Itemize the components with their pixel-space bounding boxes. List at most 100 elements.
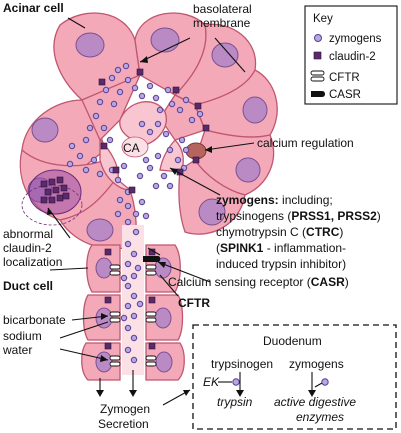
zymogen-granule	[130, 292, 138, 300]
claudin-2-marker	[48, 178, 56, 186]
claudin-2-marker	[104, 342, 112, 350]
zymogen-granule	[162, 130, 170, 138]
claudin-2-marker	[104, 248, 112, 256]
acinus: CA	[19, 12, 278, 250]
claudin-2-marker	[194, 102, 202, 110]
casr-label: Calcium sensing receptor (CASR)	[168, 275, 349, 289]
abnormal-claudin-outline	[21, 184, 83, 226]
zymogen-granule	[96, 170, 104, 178]
claudin-2-marker	[60, 184, 68, 192]
zymogen-granule	[146, 82, 154, 90]
zymogen-granule	[131, 84, 139, 92]
zymogen-granule	[82, 166, 90, 174]
zymogen-granule	[92, 112, 100, 120]
zymogens-note-ctrc: chymotrypsin C (CTRC)	[216, 225, 343, 239]
zymogen-granule	[164, 86, 172, 94]
zymogens-note-spink1: (SPINK1 - inflammation-	[216, 241, 346, 255]
claudin-2-marker	[100, 142, 108, 150]
casr-receptor	[143, 256, 161, 262]
zymogen-granule	[166, 146, 174, 154]
claudin-2-marker	[192, 156, 200, 164]
zymogen-granule	[108, 74, 116, 82]
claudin-2-marker	[112, 166, 120, 174]
nucleus	[211, 42, 239, 68]
claudin-2-markers	[40, 68, 210, 350]
claudin-2-marker	[56, 194, 64, 202]
zymogen-granule	[100, 124, 108, 132]
zymogens-icon	[321, 378, 329, 386]
zymogen-granule	[130, 334, 138, 342]
zymogen-granule	[134, 264, 142, 272]
zymogen-granule	[152, 182, 160, 190]
zymogen-granule	[122, 62, 130, 70]
duct-arrowhead	[96, 390, 104, 397]
zymogen-granule	[124, 76, 132, 84]
zymogen-granule	[136, 300, 144, 308]
zymogen-granule	[124, 202, 132, 210]
nucleus	[86, 218, 114, 242]
ca-label: CA	[123, 141, 140, 155]
water-label: water	[2, 343, 32, 357]
sodium-label: sodium	[3, 329, 42, 343]
zymogen-granule	[124, 346, 132, 354]
zymogen-granule	[154, 120, 162, 128]
zymogen-granule	[96, 98, 104, 106]
claudin-2-marker	[98, 78, 106, 86]
zymogen-granule	[136, 172, 144, 180]
claudin-2-marker	[62, 192, 70, 200]
duodenum-ek: EK	[203, 375, 220, 389]
claudin-2-marker	[148, 342, 156, 350]
zymogen-granule	[156, 106, 164, 114]
zymogen-granule	[124, 302, 132, 310]
zymogens-note-trypsinogens: trypsinogens (PRSS1, PRSS2)	[216, 209, 381, 223]
zymogen-granule	[196, 110, 204, 118]
zymogen-granule	[146, 128, 154, 136]
zymogen-granule	[130, 272, 138, 280]
zymogen-granule	[120, 162, 128, 170]
zymogen-granule	[116, 196, 124, 204]
duodenum-trypsinogen: trypsinogen	[211, 357, 273, 371]
duct	[81, 225, 185, 397]
nucleus	[150, 27, 180, 53]
zymogen-granule	[130, 250, 138, 258]
leader-lines	[47, 17, 255, 406]
duodenum-active: active digestive	[274, 395, 356, 409]
zymogen-granule	[174, 156, 182, 164]
zymogen-granule	[120, 274, 128, 282]
zymogen-granule	[120, 314, 128, 322]
claudin-2-marker	[202, 124, 210, 132]
zymogen-granule	[168, 100, 176, 108]
zymogen-granule	[146, 164, 154, 172]
key-item-cftr: CFTR	[329, 72, 360, 84]
zymogen-granule	[132, 228, 140, 236]
zymogen-granule	[124, 260, 132, 268]
duodenum-trypsin: trypsin	[217, 395, 253, 409]
bicarbonate-label: bicarbonate	[3, 313, 66, 327]
calcium-regulation-label: calcium regulation	[257, 136, 354, 150]
claudin-2-marker	[148, 296, 156, 304]
zymogen-granule	[102, 86, 110, 94]
acinar-lumen	[121, 136, 149, 158]
zymogen-granule	[142, 156, 150, 164]
zymogen-granule	[106, 136, 114, 144]
claudin-2-marker	[52, 186, 60, 194]
acinar-cell	[178, 159, 246, 235]
key-title: Key	[313, 13, 333, 25]
key-claudin-icon	[313, 51, 322, 60]
nucleus	[154, 307, 172, 329]
claudin-2-marker	[172, 86, 180, 94]
zymogen-granule	[76, 152, 84, 160]
duct-lumen	[122, 225, 144, 375]
zymogen-granule	[166, 182, 174, 190]
zymogen-granule	[138, 198, 146, 206]
zymogen-granule	[110, 100, 118, 108]
key-box: Key zymogens claudin-2 CFTR CASR	[304, 5, 398, 105]
zymogen-granule	[142, 212, 150, 220]
nucleus	[95, 351, 113, 373]
zymogens-note-spink1-desc: induced trypsin inhibitor)	[216, 257, 346, 271]
secretion-arrowhead	[129, 390, 137, 397]
